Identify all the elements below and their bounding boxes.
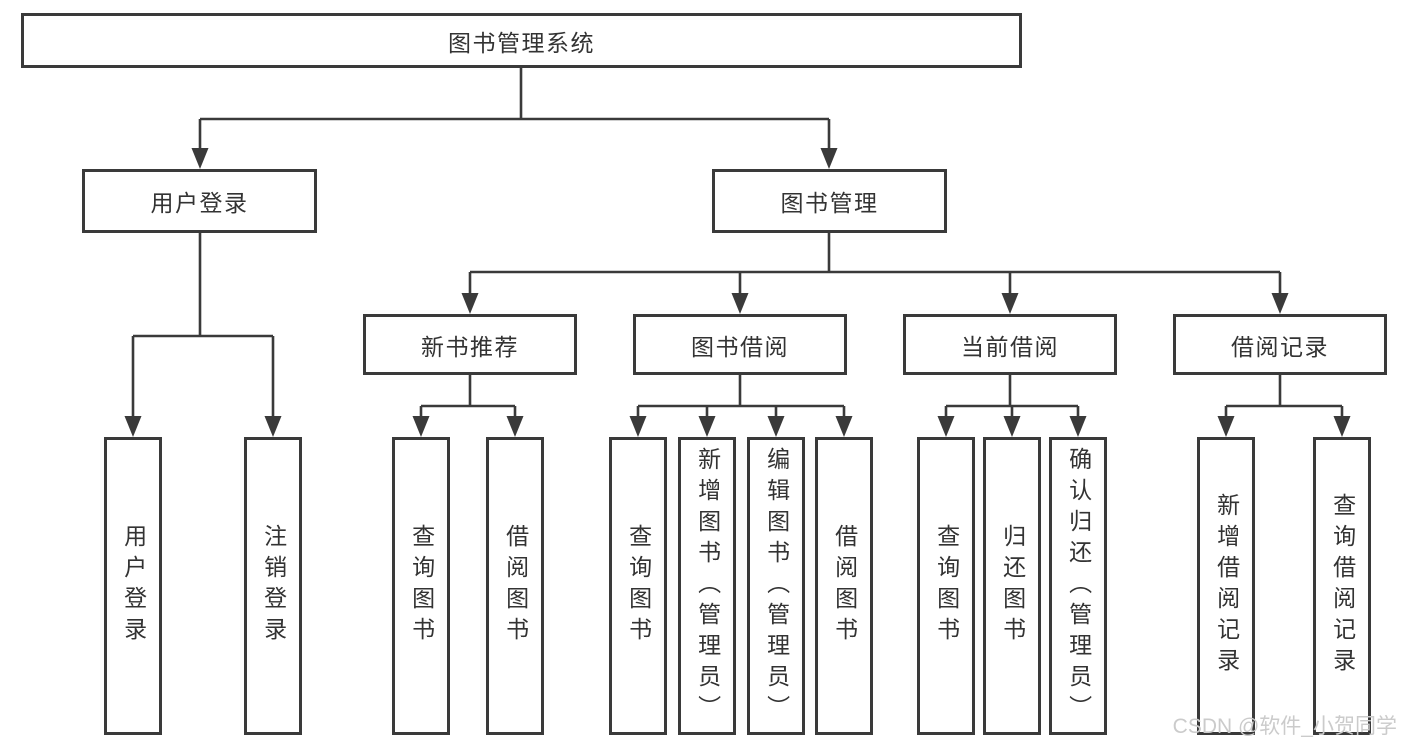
node-user-login: 用户登录: [82, 169, 317, 233]
node-new-book-recommend: 新书推荐: [363, 314, 577, 375]
leaf-confirm-return-admin: 确认归还（管理员）: [1049, 437, 1107, 735]
leaf-borrow-books-1: 借阅图书: [486, 437, 544, 735]
leaf-return-book: 归还图书: [983, 437, 1041, 735]
watermark: CSDN @软件_小贺同学: [1172, 715, 1397, 738]
leaf-edit-book-admin: 编辑图书（管理员）: [747, 437, 805, 735]
leaf-query-books-2: 查询图书: [609, 437, 667, 735]
leaf-add-borrow-record: 新增借阅记录: [1197, 437, 1255, 735]
leaf-query-books-3: 查询图书: [917, 437, 975, 735]
node-library-system: 图书管理系统: [21, 13, 1022, 68]
leaf-query-borrow-record: 查询借阅记录: [1313, 437, 1371, 735]
leaf-logout: 注销登录: [244, 437, 302, 735]
leaf-add-book-admin: 新增图书（管理员）: [678, 437, 736, 735]
node-borrowing-records: 借阅记录: [1173, 314, 1387, 375]
leaf-borrow-books-2: 借阅图书: [815, 437, 873, 735]
node-book-management: 图书管理: [712, 169, 947, 233]
node-current-borrowing: 当前借阅: [903, 314, 1117, 375]
leaf-user-login: 用户登录: [104, 437, 162, 735]
leaf-query-books-1: 查询图书: [392, 437, 450, 735]
node-book-borrowing: 图书借阅: [633, 314, 847, 375]
